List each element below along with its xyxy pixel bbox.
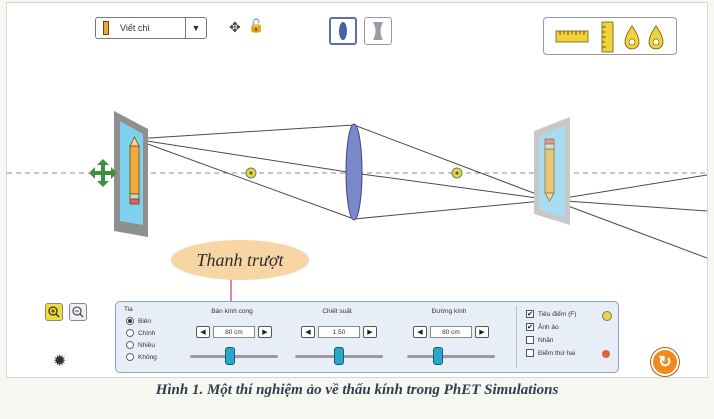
zoom-out-button[interactable] [69,303,87,321]
increment-button[interactable]: ▶ [363,326,377,338]
light-rays [133,124,707,259]
slider-thumb[interactable] [334,347,344,365]
lock-icon[interactable]: 🔓 [248,18,265,33]
light-source-icon[interactable] [624,25,640,50]
checkbox-label: Ảnh ảo [538,323,559,331]
checkbox[interactable]: ✔ [526,310,534,318]
param-value: 80 cm [430,326,472,338]
object-select-value: Viết chì [120,23,150,33]
decrement-button[interactable]: ◀ [413,326,427,338]
concave-lens-button[interactable] [364,17,392,45]
checkbox-label: Điểm thứ hai [538,349,576,357]
ray-option-label: Không [138,353,157,361]
checkbox-option[interactable]: Nhãn [526,336,554,344]
zoom-in-icon [48,306,60,318]
slider-callout: Thanh trượt [171,240,309,280]
image-pencil [544,138,555,202]
radio-button[interactable] [126,353,134,361]
brightness-icon[interactable]: ✹ [53,353,67,370]
checkbox-option[interactable]: Điểm thứ hai [526,349,575,357]
ruler-vertical-icon[interactable] [601,21,614,53]
tools-panel [543,17,677,55]
param-label: Chiết suất [322,308,352,315]
convex-lens[interactable] [345,123,363,221]
ray-option-label: Biên [138,317,152,325]
decrement-button[interactable]: ◀ [301,326,315,338]
increment-button[interactable]: ▶ [258,326,272,338]
checkbox-option[interactable]: ✔ Tiêu điểm (F) [526,310,576,318]
slider-thumb[interactable] [224,347,235,365]
reset-button[interactable]: ↻ [651,348,679,376]
optical-bench [7,111,707,350]
checkbox[interactable] [526,336,534,344]
checkbox-label: Nhãn [538,336,554,344]
ray-option-label: Nhiều [138,341,155,349]
focal-point-swatch [602,311,612,321]
panel-divider [516,306,517,368]
param-value: 80 cm [213,326,255,338]
ruler-horizontal-icon[interactable] [555,30,589,43]
pencil-icon [103,21,109,35]
zoom-in-button[interactable] [45,303,63,321]
ray-option[interactable]: Biên [126,317,151,325]
slider-thumb[interactable] [432,347,443,365]
convex-lens-icon [339,22,347,40]
object-select[interactable]: Viết chì ▼ [95,17,207,39]
simulation-frame: Viết chì ▼ ✥ 🔓 [6,2,708,378]
param-value: 1.50 [318,326,360,338]
zoom-out-icon [72,306,84,318]
ray-option[interactable]: Nhiều [126,341,155,349]
radio-button[interactable] [126,317,134,325]
figure-caption: Hình 1. Một thí nghiệm ảo về thấu kính t… [155,382,559,398]
checkbox-option[interactable]: ✔ Ảnh ảo [526,323,559,331]
radio-button[interactable] [126,329,134,337]
param-label: Bán kính cong [211,308,253,315]
convex-lens-button[interactable] [329,17,357,45]
checkbox[interactable] [526,349,534,357]
concave-lens-icon [373,22,383,40]
decrement-button[interactable]: ◀ [196,326,210,338]
chevron-down-icon[interactable]: ▼ [185,18,206,38]
checkbox-label: Tiêu điểm (F) [538,310,577,318]
checkbox[interactable]: ✔ [526,323,534,331]
ray-option-label: Chính [138,329,156,337]
radio-button[interactable] [126,341,134,349]
increment-button[interactable]: ▶ [475,326,489,338]
slider-track[interactable] [407,355,495,358]
ray-option[interactable]: Chính [126,329,155,337]
ray-option[interactable]: Không [126,353,157,361]
reset-icon: ↻ [658,354,672,371]
param-label: Đường kính [431,308,467,315]
object-pencil[interactable] [129,136,140,205]
move-handle-icon[interactable] [89,159,117,187]
second-point-swatch [602,350,610,358]
light-source-icon[interactable] [648,25,664,50]
move-icon[interactable]: ✥ [229,19,241,35]
rays-heading: Tia [124,306,133,313]
